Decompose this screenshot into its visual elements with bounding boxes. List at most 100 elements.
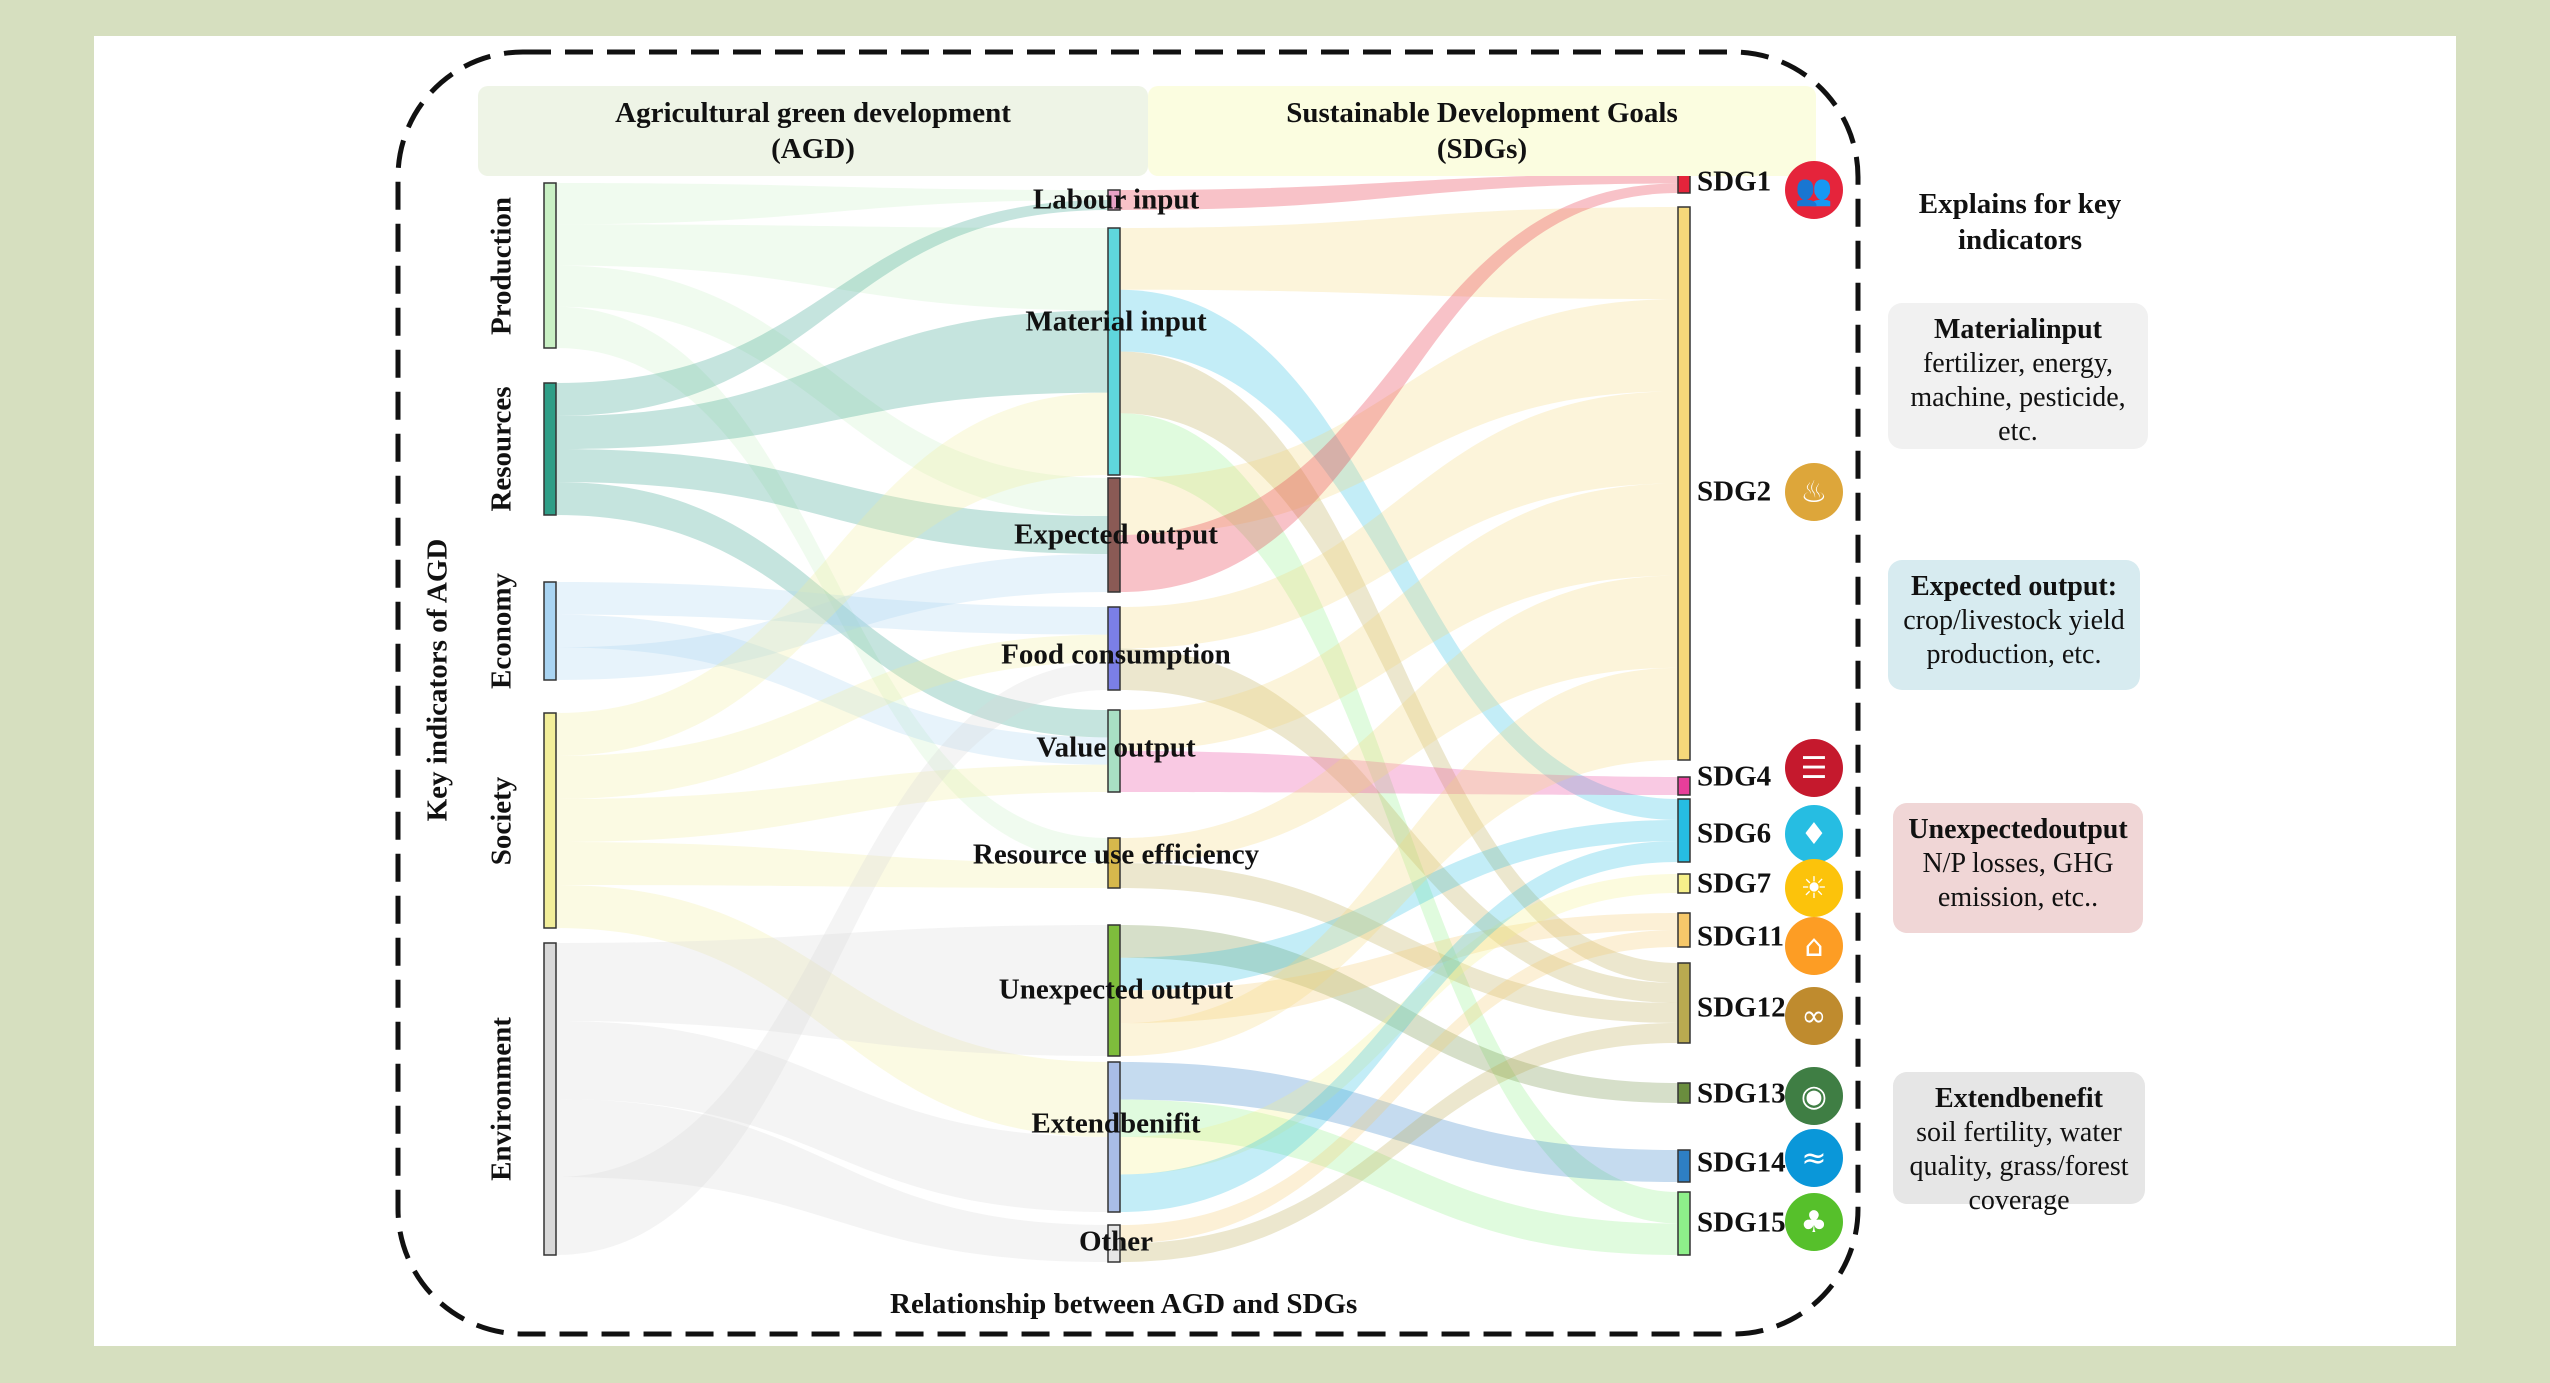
flow-material-to-sdg6 xyxy=(1120,289,1678,820)
indicator-node-labour xyxy=(1107,189,1121,211)
flow-extend-to-sdg15 xyxy=(1120,1099,1678,1255)
agd-label-environment: Environment xyxy=(485,1017,518,1181)
flow-production-to-labour xyxy=(556,183,1108,225)
indicator-label-extend: Extendbenifit xyxy=(1031,1107,1201,1140)
flow-extend-to-sdg6 xyxy=(1120,841,1678,1212)
indicator-node-extend xyxy=(1107,1061,1121,1213)
flow-society-to-extend xyxy=(556,885,1108,1137)
flow-production-to-material xyxy=(556,224,1108,311)
indicator-node-expected xyxy=(1107,477,1121,593)
infinity-icon: ∞ xyxy=(1785,987,1843,1045)
sun-icon: ☀ xyxy=(1785,859,1843,917)
y-axis-title: Key indicators of AGD xyxy=(421,538,454,822)
flow-unexpected-to-sdg6 xyxy=(1120,820,1678,991)
agd-label-economy: Economy xyxy=(485,573,518,689)
flow-society-to-material xyxy=(556,392,1108,756)
indicator-label-labour: Labour input xyxy=(1032,183,1200,216)
flow-environment-to-food xyxy=(556,662,1108,1255)
flow-resources-to-expected xyxy=(556,449,1108,554)
flow-extend-to-sdg7 xyxy=(1120,874,1678,1175)
agd-header: Agricultural green development (AGD) xyxy=(478,86,1148,176)
flow-society-to-food xyxy=(556,634,1108,799)
globe-eye-icon: ◉ xyxy=(1785,1067,1843,1125)
indicator-node-food xyxy=(1107,606,1121,691)
flow-food-to-sdg2 xyxy=(1120,391,1678,649)
flow-resources-to-material xyxy=(556,310,1108,449)
agd-label-resources: Resources xyxy=(485,386,518,512)
indicator-node-rue xyxy=(1107,837,1121,889)
dashed-frame xyxy=(395,49,1861,1337)
indicator-label-other: Other xyxy=(1078,1225,1154,1258)
indicator-label-food: Food consumption xyxy=(1001,638,1231,671)
bowl-icon: ♨ xyxy=(1785,463,1843,521)
sdg-label-sdg12: SDG12 xyxy=(1697,991,1786,1024)
indicator-label-material: Material input xyxy=(1025,305,1207,338)
flow-environment-to-extend xyxy=(556,1021,1108,1212)
explain-box-title: Extendbenefit xyxy=(1935,1083,2103,1114)
agd-node-environment xyxy=(543,942,557,1256)
flow-unexpected-to-sdg11 xyxy=(1120,913,1678,1024)
flow-other-to-sdg11 xyxy=(1120,930,1678,1244)
flow-labour-to-sdg1 xyxy=(1120,174,1678,210)
sdg-node-sdg1 xyxy=(1677,173,1691,194)
sdg-label-sdg14: SDG14 xyxy=(1697,1146,1786,1179)
sdg-label-sdg1: SDG1 xyxy=(1697,165,1772,198)
indicator-label-value: Value output xyxy=(1036,731,1196,764)
agd-label-production: Production xyxy=(485,196,518,335)
sdg-label-sdg7: SDG7 xyxy=(1697,867,1772,900)
agd-node-resources xyxy=(543,382,557,516)
flow-economy-to-expected xyxy=(556,554,1108,680)
indicator-label-expected: Expected output xyxy=(1014,518,1218,551)
flow-resources-to-labour xyxy=(556,200,1108,416)
flow-material-to-sdg15 xyxy=(1120,413,1678,1224)
explain-box-body: crop/livestock yield production, etc. xyxy=(1903,605,2125,670)
flow-unexpected-to-sdg13 xyxy=(1120,925,1678,1103)
explain-box-title: Unexpectedoutput xyxy=(1908,814,2128,845)
indicator-node-unexpected xyxy=(1107,924,1121,1057)
flow-rue-to-sdg2 xyxy=(1120,575,1678,863)
sdg-node-sdg2 xyxy=(1677,206,1691,761)
flow-extend-to-sdg14 xyxy=(1120,1062,1678,1182)
flow-material-to-sdg12 xyxy=(1120,351,1678,983)
footer-caption: Relationship between AGD and SDGs xyxy=(890,1288,1358,1320)
explain-box-title: Expected output: xyxy=(1910,571,2118,602)
flow-society-to-value xyxy=(556,764,1108,842)
sdg-node-sdg13 xyxy=(1677,1082,1691,1104)
sdg-node-sdg7 xyxy=(1677,873,1691,894)
indicator-node-material xyxy=(1107,227,1121,476)
flow-material-to-sdg2 xyxy=(1120,207,1678,300)
people-icon: 👥 xyxy=(1785,161,1843,219)
sdg-label-sdg4: SDG4 xyxy=(1697,760,1772,793)
sdg-node-sdg4 xyxy=(1677,776,1691,796)
flow-other-to-sdg12 xyxy=(1120,1023,1678,1262)
agd-label-society: Society xyxy=(485,776,518,865)
flow-value-to-sdg2 xyxy=(1120,483,1678,751)
indicator-node-other xyxy=(1107,1224,1121,1263)
water-drop-icon: ♦ xyxy=(1785,805,1843,863)
flow-expected-to-sdg2 xyxy=(1120,299,1678,535)
agd-node-production xyxy=(543,182,557,349)
explain-box-expected: Expected output:crop/livestock yield pro… xyxy=(1888,560,2140,690)
flow-economy-to-food xyxy=(556,582,1108,635)
indicator-node-value xyxy=(1107,709,1121,793)
sdg-node-sdg15 xyxy=(1677,1191,1691,1256)
sdg-node-sdg12 xyxy=(1677,962,1691,1044)
sdg-label-sdg6: SDG6 xyxy=(1697,817,1772,850)
indicator-label-rue: Resource use efficiency xyxy=(972,838,1260,871)
explain-box-body: N/P losses, GHG emission, etc.. xyxy=(1922,848,2114,913)
sdg-label-sdg11: SDG11 xyxy=(1697,920,1785,953)
explain-box-body: soil fertility, water quality, grass/for… xyxy=(1909,1117,2129,1216)
sdg-node-sdg11 xyxy=(1677,912,1691,948)
flow-environment-to-unexpected xyxy=(556,925,1108,1056)
flow-production-to-rue xyxy=(556,306,1108,863)
explain-box-body: fertilizer, energy, machine, pesticide, … xyxy=(1910,348,2126,447)
sdg-label-sdg15: SDG15 xyxy=(1697,1206,1786,1239)
flow-food-to-sdg12 xyxy=(1120,648,1678,1003)
flow-expected-to-sdg1 xyxy=(1120,183,1678,592)
flow-society-to-rue xyxy=(556,842,1108,888)
flow-unexpected-to-sdg2 xyxy=(1120,667,1678,1056)
